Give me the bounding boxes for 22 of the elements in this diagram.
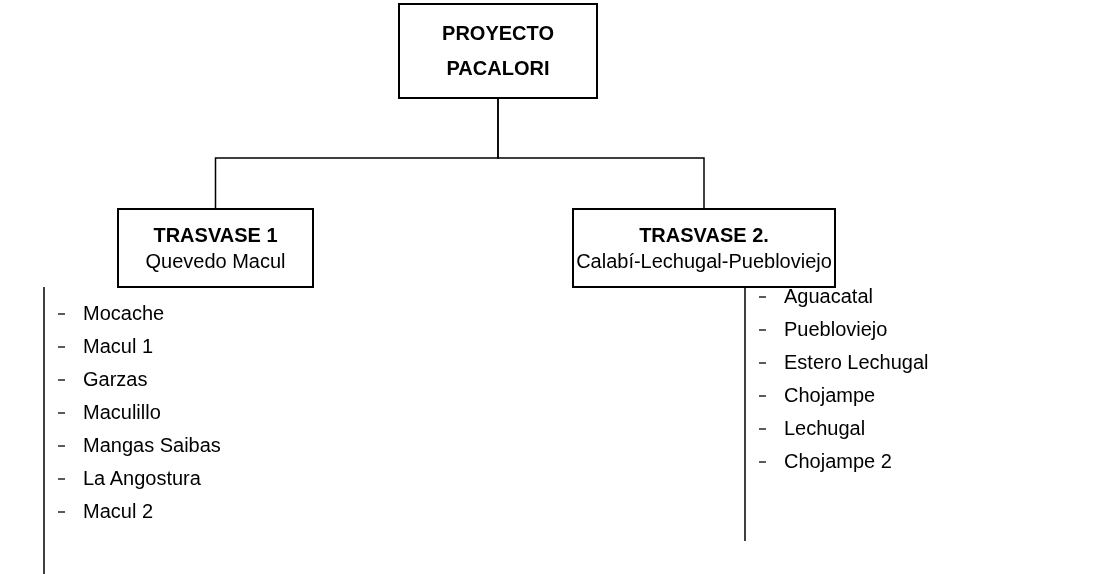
list-item: Maculillo (83, 400, 161, 424)
list-item: Puebloviejo (784, 317, 888, 341)
list-item: Aguacatal (784, 284, 873, 308)
title-box (117, 208, 314, 288)
box-heading: PROYECTO PACALORI (441, 21, 555, 81)
list-item: Mangas Saibas (83, 433, 221, 457)
list-item: Chojampe 2 (784, 449, 892, 473)
list-item: Macul 1 (83, 334, 154, 358)
list-item: La Angostura (83, 466, 201, 490)
title-box (572, 208, 836, 288)
box-heading: TRASVASE 2. (639, 223, 769, 248)
box-subtitle: Calabí-Lechugal-Puebloviejo (576, 249, 832, 274)
box-heading: TRASVASE 1 (153, 223, 278, 248)
list-item: Chojampe (784, 383, 876, 407)
list-item: Lechugal (784, 416, 866, 440)
list-item: Macul 2 (83, 499, 154, 523)
box-subtitle: Quevedo Macul (145, 249, 286, 274)
list-item: Estero Lechugal (784, 350, 929, 374)
list-item: Garzas (83, 367, 148, 391)
title-box (398, 3, 598, 99)
connector-line (497, 98, 705, 209)
list-item: Mocache (83, 301, 165, 325)
